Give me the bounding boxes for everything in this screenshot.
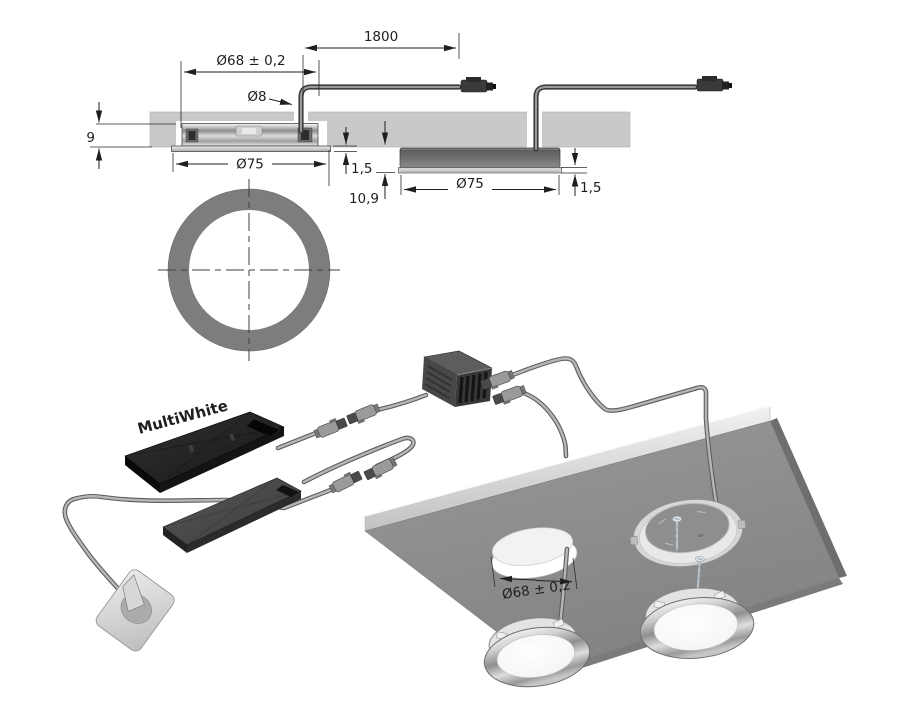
fixture-cable-near [518, 389, 569, 459]
diffuser-near [496, 634, 575, 678]
dim-flange-height-recessed-label: 1,5 [351, 161, 372, 177]
front-ring-view [158, 179, 340, 361]
cable-plug-connector-left [460, 76, 497, 93]
connector-female-1 [345, 402, 383, 428]
mounting-ring [629, 499, 747, 567]
surface-trim-ring [398, 167, 562, 174]
driver-gray [162, 477, 302, 553]
connection-cables [298, 75, 733, 152]
driver-black-socket [245, 418, 281, 438]
dim-rim-height-surface-label: 1,5 [580, 180, 601, 196]
dim-label-mask [228, 156, 272, 170]
connector-female-2 [362, 456, 400, 484]
plug-pin [122, 574, 145, 612]
distributor-block [422, 350, 493, 407]
surface-luminaire-side-view [398, 147, 562, 174]
panel-section [90, 111, 631, 148]
dim-cable-length-label: 1800 [364, 29, 398, 45]
dim-total-height-surface [376, 121, 395, 199]
driver-black [124, 411, 285, 493]
recessed-fixture-iso [483, 617, 591, 688]
dim-cable-diameter [268, 98, 293, 105]
dim-label-mask [448, 177, 492, 190]
cable-plug-connector-right [696, 75, 733, 92]
diffuser-far [653, 603, 739, 651]
dim-cable-diameter-label: Ø8 [247, 89, 266, 105]
installation-diagram: MultiWhite Ø68 ± 0,2 [62, 350, 847, 688]
driver-gray-socket [276, 485, 299, 497]
dim-cutout-diameter-label: Ø68 ± 0,2 [216, 53, 285, 69]
top-technical-views: 1800 Ø68 ± 0,2 Ø8 9 Ø75 1,5 10,9 Ø75 1,5 [86, 29, 733, 361]
surface-fixture-iso [639, 587, 755, 659]
dim-cutout-iso [490, 556, 578, 590]
trim-flange [171, 145, 331, 152]
dim-total-height-surface-label: 10,9 [349, 191, 379, 207]
recessed-luminaire-side-view [171, 123, 331, 152]
dim-outer-diameter-recessed-label: Ø75 [236, 157, 264, 173]
dim-cutout-diameter [180, 60, 320, 128]
panel-cutout-hole [491, 527, 578, 579]
dim-outer-diameter-surface-label: Ø75 [456, 176, 484, 192]
dim-recess-depth-label: 9 [86, 130, 95, 146]
cabinet-panel [364, 405, 847, 678]
connector-male-2 [326, 467, 364, 495]
connector-male-1 [311, 414, 349, 440]
mains-plug [95, 569, 175, 652]
dim-flange-height-recessed [333, 127, 357, 174]
dim-rim-height-surface [561, 148, 587, 196]
dim-cable-length [302, 33, 460, 96]
